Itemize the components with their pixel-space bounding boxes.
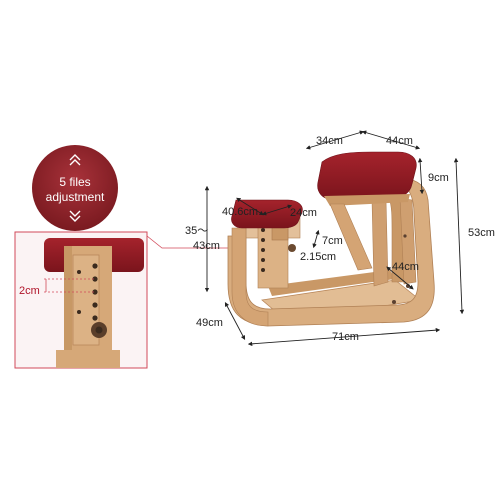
knee-thickness-line [312, 229, 320, 249]
seat-width-line [361, 130, 421, 150]
dimension-labels: 34cm 44cm 9cm 53cm 35～ 43cm 40.6cm 24cm … [185, 135, 495, 343]
depth-line [224, 302, 246, 340]
adjustment-detail-inset: 2cm [14, 231, 238, 369]
badge-line-2: adjustment [46, 190, 105, 204]
total-height-line [453, 157, 465, 315]
knee-pad-width-label: 24cm [290, 207, 317, 219]
base-width-label: 44cm [392, 261, 419, 273]
knee-depth-line [236, 197, 264, 216]
adjust-step-label: 2.15cm [300, 251, 336, 263]
length-line [247, 327, 441, 347]
knee-pad-thickness-label: 7cm [322, 235, 343, 247]
seat-thickness-line [417, 157, 425, 195]
seat-width-label: 44cm [386, 135, 413, 147]
seat-thickness-label: 9cm [428, 172, 449, 184]
total-height-label: 53cm [468, 227, 495, 239]
chevron-up-icon [69, 154, 81, 161]
knee-width-line [261, 204, 293, 216]
knee-pad-depth-label: 40.6cm [222, 206, 258, 218]
depth-label: 49cm [196, 317, 223, 329]
chevron-down-icon [69, 210, 81, 217]
seat-depth-line [305, 130, 365, 150]
inset-step-label: 2cm [19, 285, 40, 297]
badge-line-1: 5 files [59, 175, 90, 189]
dimension-lines [204, 130, 465, 347]
base-width-line [386, 266, 414, 290]
length-label: 71cm [332, 331, 359, 343]
seat-cushion [317, 151, 417, 201]
adjustment-badge: 5 files adjustment [32, 145, 118, 231]
knee-height-label-1: 35～ [185, 225, 208, 237]
knee-height-label-2: 43cm [193, 240, 220, 252]
seat-depth-label: 34cm [316, 135, 343, 147]
kneeling-chair [227, 151, 435, 327]
